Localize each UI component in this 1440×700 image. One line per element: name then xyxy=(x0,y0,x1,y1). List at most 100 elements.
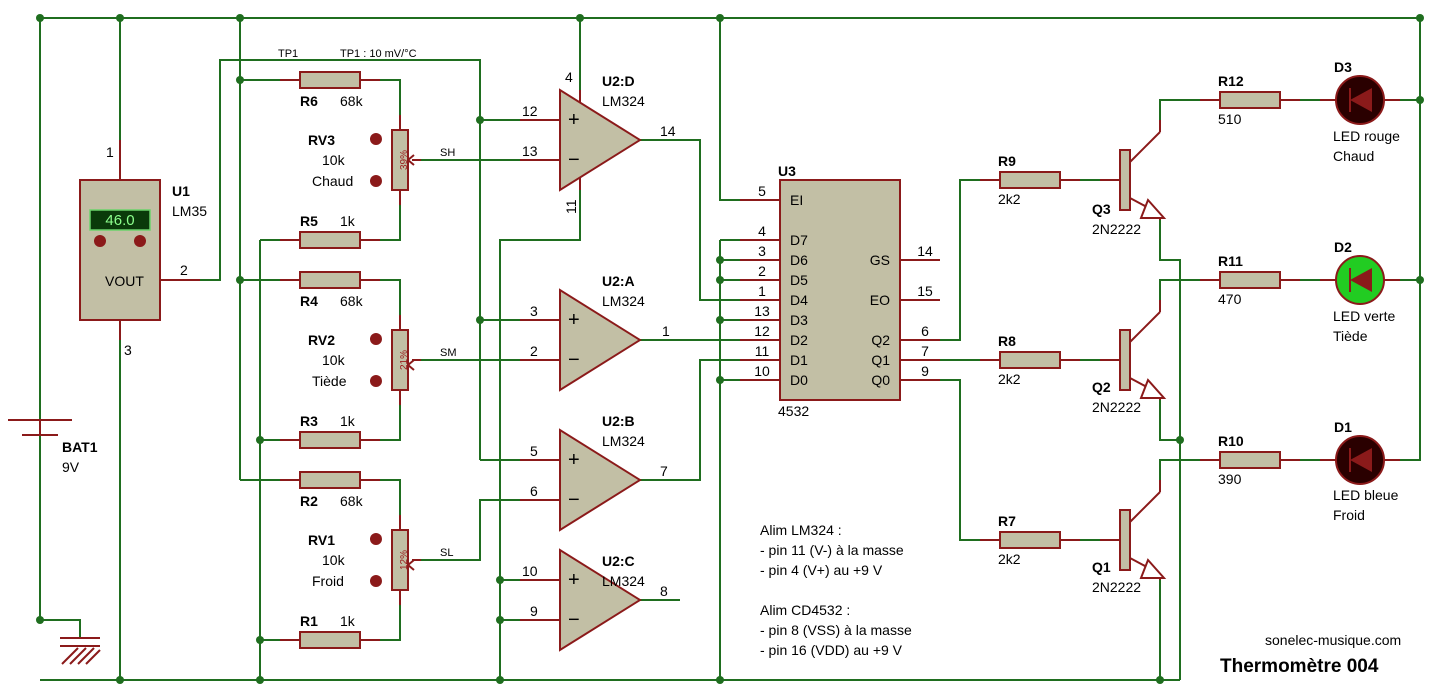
r12-ref: R12 xyxy=(1218,73,1244,89)
net-label-sh: SH xyxy=(440,147,455,159)
r6-value: 68k xyxy=(340,93,364,109)
u2c-pin-out: 8 xyxy=(660,583,668,599)
junctions xyxy=(36,14,1424,684)
u3-pin-number: 13 xyxy=(754,303,770,319)
u3-pin-number: 2 xyxy=(758,263,766,279)
u3-pin-name: Q2 xyxy=(871,332,890,348)
u2c-pin-in-plus: 10 xyxy=(522,563,538,579)
rv2-ref: RV2 xyxy=(308,332,335,348)
potentiometer-rv3[interactable]: 39% RV3 10k Chaud xyxy=(308,115,421,205)
u2d-minus-sign: − xyxy=(568,149,580,171)
u1-value: LM35 xyxy=(172,203,207,219)
u2a-pin-out: 1 xyxy=(662,323,670,339)
note-line: Alim CD4532 : xyxy=(760,602,850,618)
led-d2: D2 LED verte Tiède xyxy=(1320,239,1400,344)
u2b-value: LM324 xyxy=(602,433,645,449)
u3-pin-name: EI xyxy=(790,192,803,208)
u3-pin-name: D2 xyxy=(790,332,808,348)
u3-pin-number: 4 xyxy=(758,223,766,239)
u3-pin-name: EO xyxy=(870,292,890,308)
net-label-sm: SM xyxy=(440,347,457,359)
net-label-sl: SL xyxy=(440,547,453,559)
u1-ref: U1 xyxy=(172,183,190,199)
sensor-u1: 46.0 VOUT 1 2 3 U1 LM35 xyxy=(79,140,207,358)
resistor-r3: R3 1k xyxy=(280,413,380,449)
ground-icon xyxy=(60,637,101,665)
u2c-minus-sign: − xyxy=(568,609,580,631)
bat1-ref: BAT1 xyxy=(62,439,98,455)
note-line: - pin 8 (VSS) à la masse xyxy=(760,622,912,638)
note-line: - pin 16 (VDD) au +9 V xyxy=(760,642,903,658)
potentiometer-rv2[interactable]: 21% RV2 10k Tiède xyxy=(308,315,421,405)
rv3-increase-button[interactable] xyxy=(370,133,382,145)
u2a-ref: U2:A xyxy=(602,273,635,289)
d3-ref: D3 xyxy=(1334,59,1352,75)
rv3-ref: RV3 xyxy=(308,132,335,148)
u1-display: 46.0 xyxy=(105,212,134,229)
power-notes: Alim LM324 : - pin 11 (V-) à la masse - … xyxy=(760,522,912,658)
page-title: Thermomètre 004 xyxy=(1220,656,1379,677)
r11-value: 470 xyxy=(1218,291,1242,307)
rv1-decrease-button[interactable] xyxy=(370,575,382,587)
u2a-pin-in-minus: 2 xyxy=(530,343,538,359)
potentiometer-rv1[interactable]: 12% RV1 10k Froid xyxy=(308,515,421,605)
opamp-u2b: + − 5 6 7 U2:B LM324 xyxy=(520,413,668,532)
u3-pin-name: GS xyxy=(870,252,890,268)
r5-ref: R5 xyxy=(300,213,318,229)
rv2-value: 10k xyxy=(322,352,346,368)
resistor-r4: R4 68k xyxy=(280,271,380,309)
transistor-q1: Q1 2N2222 xyxy=(1092,480,1167,595)
r5-value: 1k xyxy=(340,213,356,229)
u2d-ref: U2:D xyxy=(602,73,635,89)
encoder-u3: U3 4532 5EI4D73D62D51D413D312D211D110D0 … xyxy=(740,163,940,419)
battery-bat1: BAT1 9V xyxy=(8,419,98,475)
r7-ref: R7 xyxy=(998,513,1016,529)
r3-ref: R3 xyxy=(300,413,318,429)
note-line: - pin 4 (V+) au +9 V xyxy=(760,562,883,578)
rv1-label: Froid xyxy=(312,573,344,589)
rv3-value: 10k xyxy=(322,152,346,168)
u3-pin-number: 6 xyxy=(921,323,929,339)
rv3-decrease-button[interactable] xyxy=(370,175,382,187)
note-line: Alim LM324 : xyxy=(760,522,842,538)
u2d-value: LM324 xyxy=(602,93,645,109)
resistor-r9: R9 2k2 xyxy=(980,153,1080,207)
website-label: sonelec-musique.com xyxy=(1265,632,1401,648)
u2d-pin-out: 14 xyxy=(660,123,676,139)
u2c-value: LM324 xyxy=(602,573,645,589)
resistor-r6: R6 68k xyxy=(280,71,380,109)
rv1-ref: RV1 xyxy=(308,532,335,548)
resistor-r5: R5 1k xyxy=(280,213,380,249)
u2d-plus-sign: + xyxy=(568,109,580,131)
r6-ref: R6 xyxy=(300,93,318,109)
u2c-plus-sign: + xyxy=(568,569,580,591)
r2-value: 68k xyxy=(340,493,364,509)
rv2-label: Tiède xyxy=(312,373,347,389)
r4-value: 68k xyxy=(340,293,364,309)
q1-ref: Q1 xyxy=(1092,559,1111,575)
u2d-pin-vplus: 4 xyxy=(565,69,573,85)
u3-pin-number: 5 xyxy=(758,183,766,199)
rv1-setting: 12% xyxy=(399,550,410,570)
rv1-value: 10k xyxy=(322,552,346,568)
u3-pin-name: D5 xyxy=(790,272,808,288)
rv2-decrease-button[interactable] xyxy=(370,375,382,387)
u3-ref: U3 xyxy=(778,163,796,179)
r1-ref: R1 xyxy=(300,613,318,629)
u3-pin-number: 15 xyxy=(917,283,933,299)
rv1-increase-button[interactable] xyxy=(370,533,382,545)
net-label-tp1: TP1 xyxy=(278,48,298,60)
rv2-increase-button[interactable] xyxy=(370,333,382,345)
rv2-setting: 21% xyxy=(399,350,410,370)
r7-value: 2k2 xyxy=(998,551,1021,567)
r9-value: 2k2 xyxy=(998,191,1021,207)
u3-value: 4532 xyxy=(778,403,809,419)
u3-pin-name: Q1 xyxy=(871,352,890,368)
u3-pin-number: 10 xyxy=(754,363,770,379)
u3-pin-name: D4 xyxy=(790,292,808,308)
d1-label: LED bleue xyxy=(1333,487,1399,503)
q3-value: 2N2222 xyxy=(1092,221,1141,237)
